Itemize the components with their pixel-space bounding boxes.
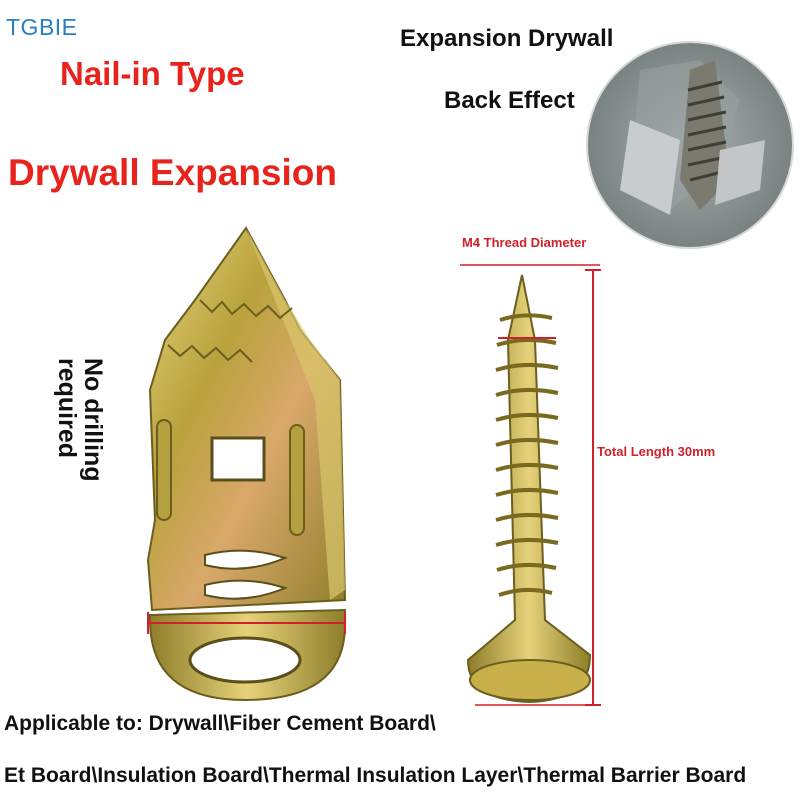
no-drilling-line1: No drilling [79, 358, 107, 482]
no-drilling-line2: required [53, 358, 81, 459]
applicable-line1: Applicable to: Drywall\Fiber Cement Boar… [4, 712, 436, 735]
title-drywall-expansion: Drywall Expansion [8, 152, 337, 193]
thread-diameter-label: M4 Thread Diameter [462, 235, 587, 250]
back-effect-subtitle: Back Effect [444, 87, 575, 114]
back-effect-photo [586, 41, 794, 249]
applicable-line2: Et Board\Insulation Board\Thermal Insula… [4, 764, 747, 787]
brand-logo: TGBIE [6, 14, 78, 40]
screw [460, 264, 601, 706]
expansion-anchor [146, 226, 347, 702]
total-length-label: Total Length 30mm [597, 444, 716, 459]
title-nail-in-type: Nail-in Type [60, 55, 245, 92]
back-effect-title: Expansion Drywall [400, 25, 614, 52]
